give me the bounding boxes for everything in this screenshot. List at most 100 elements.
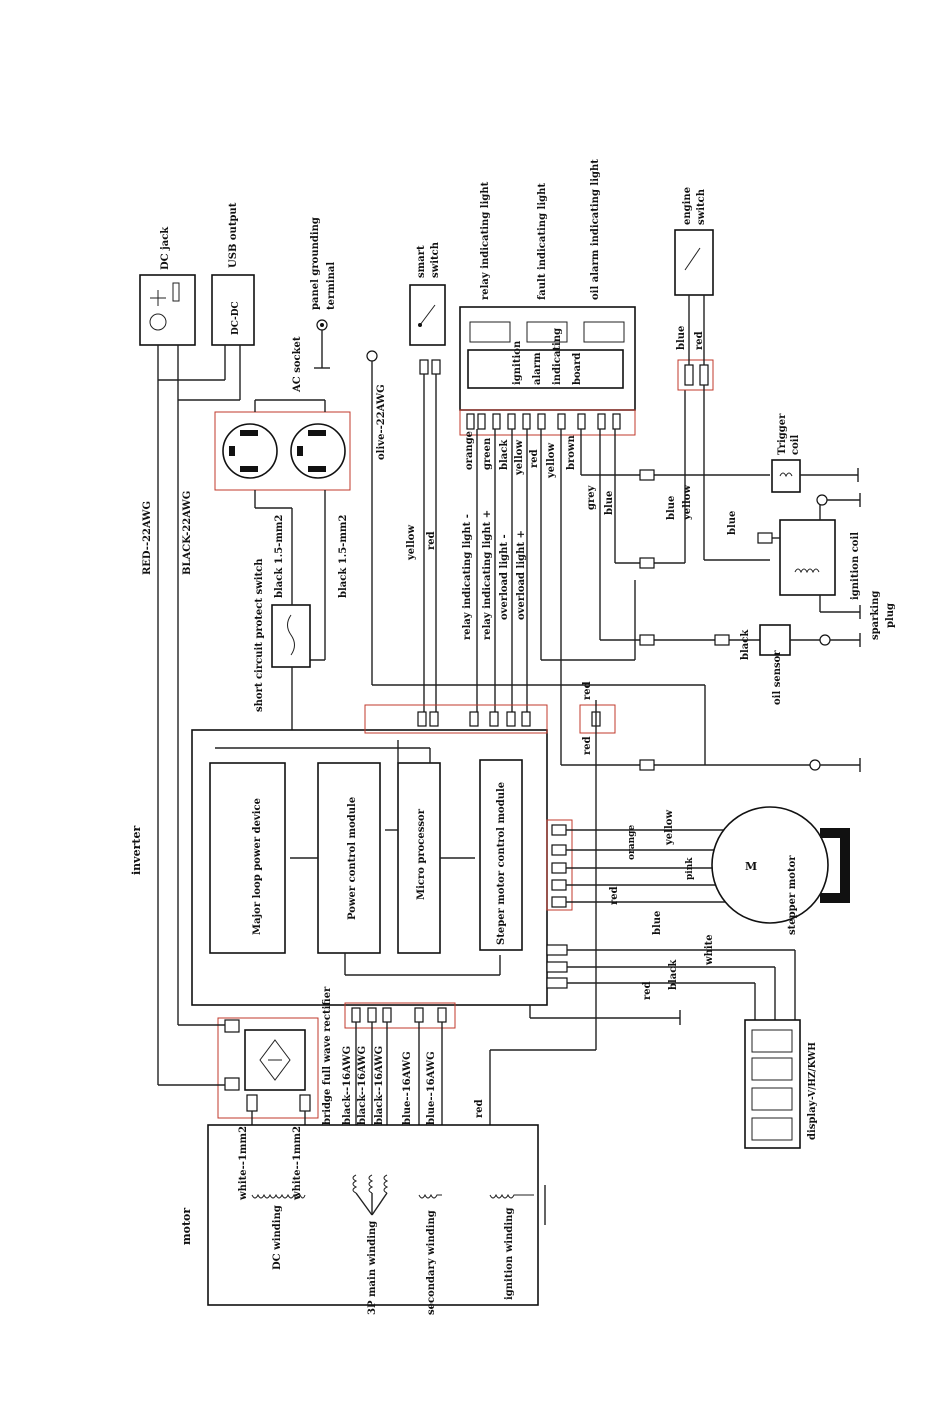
coil-label: coil: [790, 434, 801, 455]
yellow-label-d: yellow: [682, 485, 693, 521]
red-label-a: red: [426, 531, 437, 550]
board-wires: [476, 390, 810, 771]
secondary-winding-label: secondary winding: [426, 1210, 437, 1315]
black-label-c: black: [668, 959, 679, 990]
indicating-label: indicating: [552, 328, 563, 385]
olive-22awg-label: olive--22AWG: [376, 384, 387, 460]
blue-label-a: blue: [604, 491, 615, 515]
motor-label: motor: [180, 1208, 193, 1245]
terminal-label: terminal: [326, 262, 337, 310]
bridge-label: bridge full wave rectifier: [322, 986, 333, 1125]
main-winding-label: 3P main winding: [367, 1221, 378, 1315]
board-label: board: [572, 353, 583, 385]
black-label-a: black: [499, 439, 510, 470]
smart-label: smart: [416, 245, 427, 278]
plug-label: plug: [885, 603, 896, 628]
motor-m-label: M: [745, 860, 757, 873]
yellow-label-b: yellow: [514, 440, 525, 476]
red-label-f: red: [609, 886, 620, 905]
olive-ground-terminal: [366, 350, 706, 765]
inverter-label: inverter: [130, 826, 143, 875]
panel-grounding-terminal: [314, 319, 330, 369]
ignition-label: ignition: [512, 340, 523, 385]
ac-socket-label: AC socket: [292, 336, 303, 393]
sparking-label: sparking: [870, 591, 881, 640]
brown-label: brown: [566, 434, 577, 470]
stepper-control-label: Steper motor control module: [496, 782, 507, 945]
grey-label: grey: [586, 484, 597, 510]
red-label-g: red: [642, 981, 653, 1000]
ac-socket: [214, 399, 351, 661]
engine-switch-label: switch: [696, 188, 707, 225]
oil-sensor: [759, 624, 861, 656]
indicating-board: [459, 306, 636, 436]
panel-grounding-label: panel grounding: [310, 217, 321, 310]
engine-switch: [674, 229, 770, 561]
red-22awg-label: RED--22AWG: [142, 501, 153, 575]
dc-jack-label: DC jack: [160, 226, 171, 270]
red-label-d: red: [582, 681, 593, 700]
blue-16-label-b: blue--16AWG: [426, 1051, 437, 1125]
power-control-label: Power control module: [347, 797, 358, 920]
overload-minus-label: overload light -: [499, 534, 510, 620]
ignition-coil-label: ignition coil: [850, 532, 861, 600]
trigger-label: Trigger: [777, 413, 788, 455]
fault-light-label: fault indicating light: [537, 183, 548, 300]
blue-16-label-a: blue--16AWG: [402, 1051, 413, 1125]
overload-plus-label: overload light +: [516, 530, 527, 620]
dc-winding-label: DC winding: [272, 1205, 283, 1270]
ignition-coil: [757, 493, 861, 619]
red-label-b: red: [529, 449, 540, 468]
dc-dc-label: DC-DC: [231, 301, 241, 335]
switch-label: switch: [430, 241, 441, 278]
relay-minus-label: relay indicating light -: [462, 514, 473, 640]
trigger-coil: [771, 459, 859, 493]
black-16-label-a: black--16AWG: [342, 1046, 353, 1125]
inverter: [191, 700, 616, 1195]
yellow-label-a: yellow: [406, 525, 417, 561]
red-label-c: red: [694, 331, 705, 350]
ignition-winding-label: ignition winding: [504, 1208, 515, 1300]
pink-label: pink: [685, 857, 695, 880]
yellow-label-e: yellow: [664, 810, 675, 846]
yellow-label-c: yellow: [546, 443, 557, 479]
frame-ground: [809, 758, 861, 772]
display-connectors: [529, 944, 801, 1149]
white-label: white: [704, 934, 715, 966]
blue-label-e: blue: [652, 911, 663, 935]
white-1-label-b: white--1mm2: [292, 1126, 303, 1201]
short-circuit-label: short circuit protect switch: [254, 558, 265, 712]
micro-processor-label: Micro processor: [416, 808, 427, 900]
display-label: display: [807, 1099, 818, 1140]
red-label-h: red: [474, 1099, 485, 1118]
relay-plus-label: relay indicating light +: [482, 510, 493, 640]
oil-sensor-label: oil sensor: [772, 650, 783, 705]
major-loop-label: Major loop power device: [252, 798, 263, 935]
oil-alarm-light-label: oil alarm indicating light: [590, 159, 601, 300]
dc-jack: [139, 274, 196, 1085]
orange-label: orange: [464, 431, 475, 470]
white-1-label-a: white--1mm2: [238, 1126, 249, 1201]
blue-label-b: blue: [676, 326, 687, 350]
stepper-connectors: M: [546, 806, 850, 924]
usb-output-label: USB output: [228, 202, 239, 268]
alarm-label: alarm: [532, 352, 543, 385]
usb-dc-dc: DC-DC: [158, 274, 255, 401]
orange-label-b: orange: [627, 825, 637, 860]
stepper-motor-label: stepper motor: [787, 855, 798, 935]
smart-switch: [409, 284, 446, 712]
black-label-b: black: [740, 629, 751, 660]
red-label-e: red: [582, 736, 593, 755]
black-22awg-label: BLACK-22AWG: [182, 491, 193, 575]
engine-label: engine: [682, 187, 693, 225]
black-15-label-a: black 1.5-mm2: [274, 515, 285, 598]
relay-light-label: relay indicating light: [480, 181, 491, 300]
blue-label-d: blue: [727, 511, 738, 535]
display-unit-label: -V/HZ/KWH: [808, 1042, 818, 1100]
blue-label-c: blue: [666, 496, 677, 520]
bridge-rectifier: [158, 1017, 319, 1195]
motor: [207, 1124, 546, 1306]
black-16-label-c: black--16AWG: [374, 1046, 385, 1125]
green-label: green: [482, 437, 493, 470]
